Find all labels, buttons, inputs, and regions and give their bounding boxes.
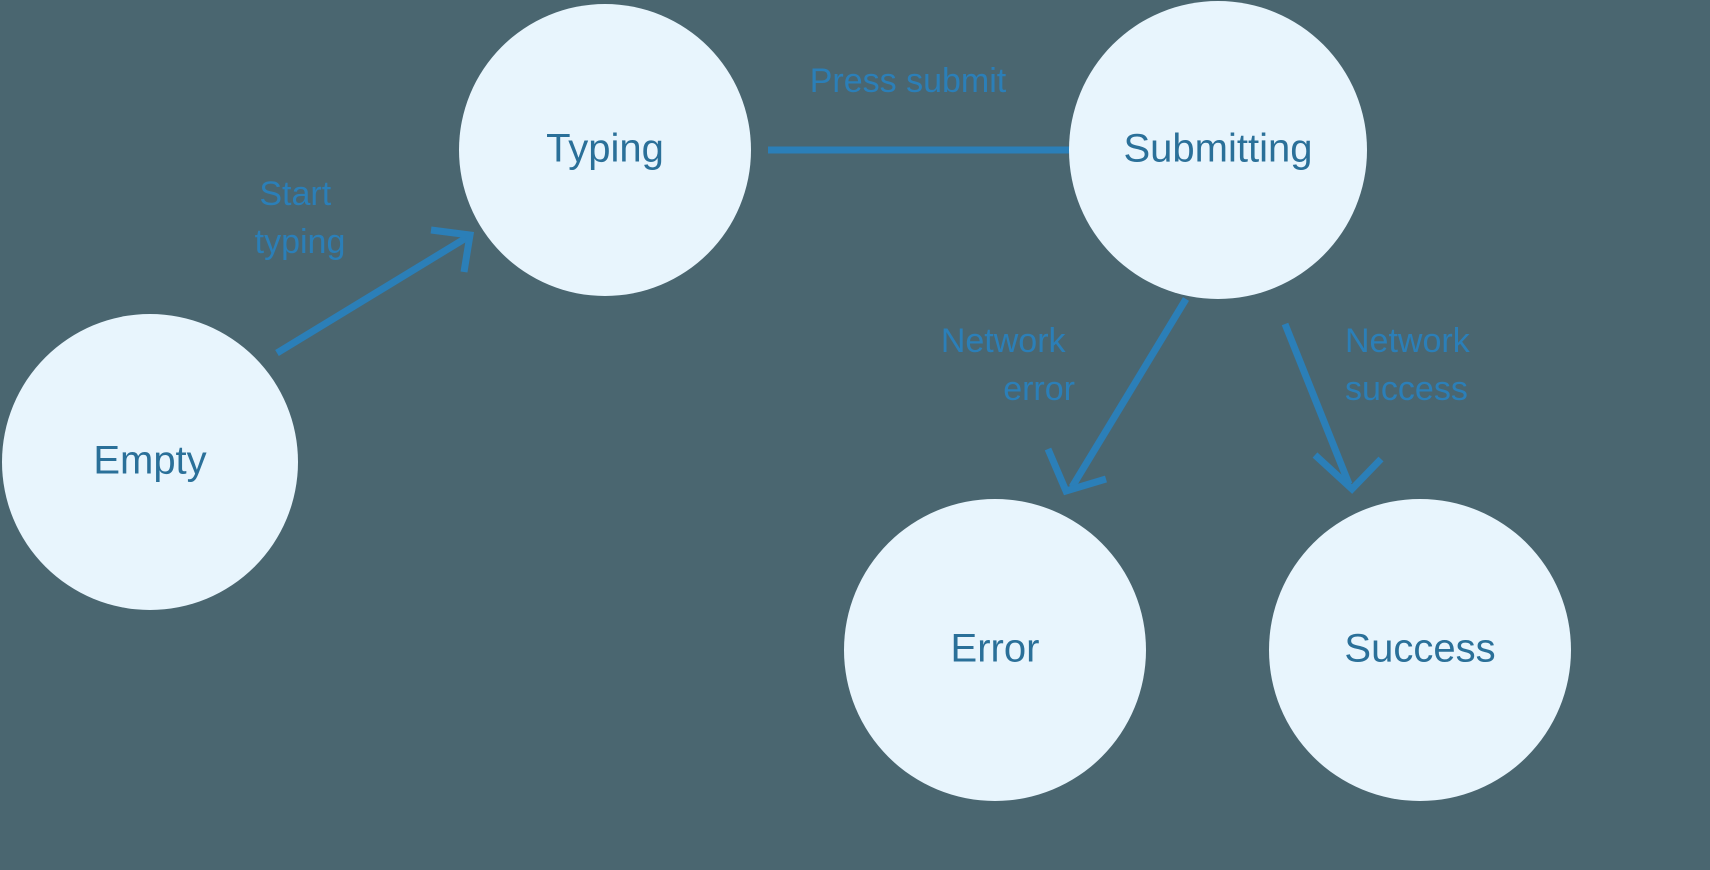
edge-empty-to-typing-line [275,235,468,356]
edge-label-line: Network [1345,322,1471,360]
node-error-circle[interactable] [844,499,1146,801]
node-empty-circle[interactable] [2,314,298,610]
node-submitting[interactable]: Submitting [1069,1,1367,299]
node-typing[interactable]: Typing [459,4,751,296]
node-success[interactable]: Success [1269,499,1571,801]
node-empty[interactable]: Empty [2,314,298,610]
edge-empty-to-typing-label: Start typing [255,175,346,261]
edge-label-line: success [1345,370,1468,408]
edge-label-line: Press submit [810,62,1007,100]
edge-submitting-to-error-label: Network error [941,322,1075,408]
node-success-label: Success [1344,627,1495,671]
node-empty-label: Empty [93,439,206,483]
edge-submitting-to-success-label: Network success [1345,322,1479,408]
edge-submitting-to-error-line [1069,297,1189,489]
edge-label-line: typing [255,223,346,261]
edge-label-line: error [1003,370,1075,408]
node-error-label: Error [951,627,1040,671]
edge-label-line: Network [941,322,1067,360]
edge-submitting-to-error-arrowhead [1044,447,1108,496]
edge-submitting-to-success-arrowhead [1312,452,1384,494]
edge-submitting-to-success-line [1281,322,1353,486]
edge-submitting-to-error: Network error [941,297,1189,496]
edge-empty-to-typing: Start typing [255,175,475,356]
node-error[interactable]: Error [844,499,1146,801]
edge-submitting-to-success: Network success [1281,322,1479,494]
edge-empty-to-typing-arrowhead [430,226,475,273]
node-typing-circle[interactable] [459,4,751,296]
node-submitting-label: Submitting [1124,127,1313,171]
edge-typing-to-submitting: Press submit [768,62,1152,183]
edge-typing-to-submitting-label: Press submit [810,62,1007,100]
node-success-circle[interactable] [1269,499,1571,801]
edge-label-line: Start [259,175,331,213]
node-submitting-circle[interactable] [1069,1,1367,299]
node-typing-label: Typing [546,127,664,171]
